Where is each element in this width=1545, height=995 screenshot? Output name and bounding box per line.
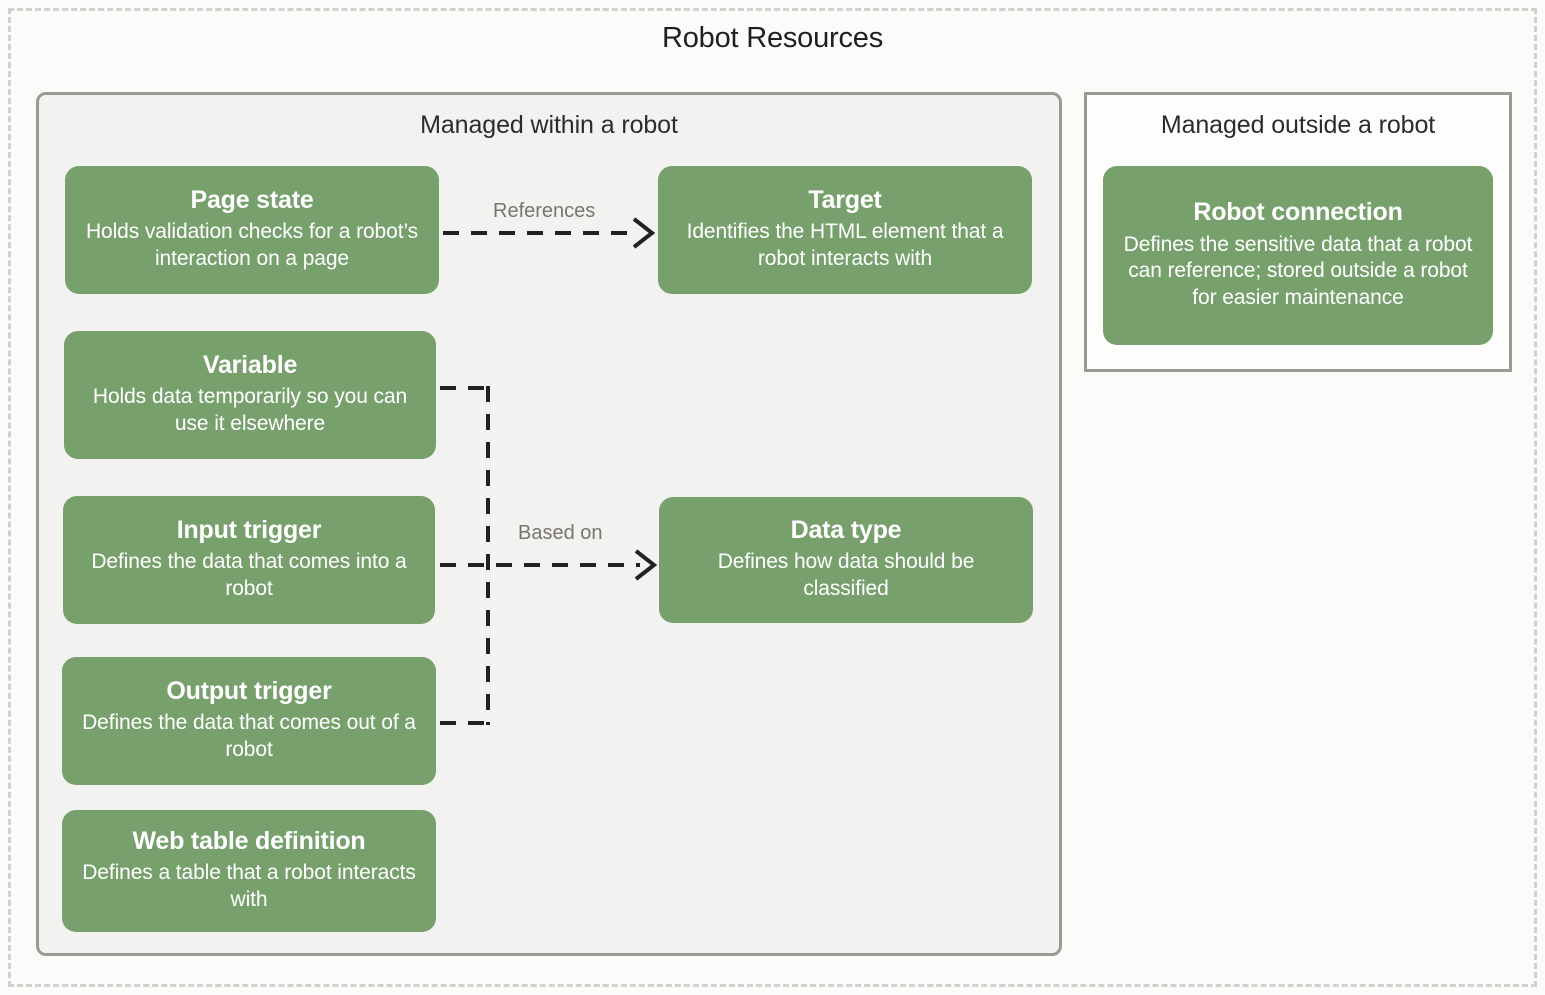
node-output-trigger-title: Output trigger	[166, 676, 332, 705]
node-variable-title: Variable	[202, 350, 298, 379]
node-web-table-definition-desc: Defines a table that a robot interacts w…	[82, 861, 416, 911]
node-input-trigger[interactable]: Input trigger Defines the data that come…	[63, 496, 435, 624]
node-target-title: Target	[808, 185, 882, 214]
node-target-desc: Identifies the HTML element that a robot…	[686, 220, 1004, 270]
node-web-table-definition[interactable]: Web table definition Defines a table tha…	[62, 810, 436, 932]
panel-title-managed-outside: Managed outside a robot	[1160, 111, 1436, 139]
node-variable[interactable]: Variable Holds data temporarily so you c…	[64, 331, 436, 459]
node-variable-desc: Holds data temporarily so you can use it…	[92, 385, 408, 435]
node-target[interactable]: Target Identifies the HTML element that …	[658, 166, 1032, 294]
edge-label-based-on: Based on	[518, 522, 603, 544]
node-data-type-desc: Defines how data should be classified	[717, 550, 975, 600]
node-page-state[interactable]: Page state Holds validation checks for a…	[65, 166, 439, 294]
edge-label-references: References	[493, 200, 596, 222]
node-input-trigger-title: Input trigger	[176, 515, 322, 544]
diagram-title: Robot Resources	[661, 22, 884, 54]
node-output-trigger-desc: Defines the data that comes out of a rob…	[82, 711, 416, 761]
node-input-trigger-desc: Defines the data that comes into a robot	[91, 550, 407, 600]
node-page-state-title: Page state	[190, 185, 314, 214]
panel-title-managed-within: Managed within a robot	[420, 111, 678, 139]
node-data-type-title: Data type	[790, 515, 902, 544]
node-page-state-desc: Holds validation checks for a robot’s in…	[85, 220, 419, 270]
node-robot-connection[interactable]: Robot connection Defines the sensitive d…	[1103, 166, 1493, 345]
node-robot-connection-desc: Defines the sensitive data that a robot …	[1123, 232, 1473, 309]
node-robot-connection-title: Robot connection	[1193, 197, 1403, 226]
node-data-type[interactable]: Data type Defines how data should be cla…	[659, 497, 1033, 623]
node-web-table-definition-title: Web table definition	[132, 826, 366, 855]
node-output-trigger[interactable]: Output trigger Defines the data that com…	[62, 657, 436, 785]
